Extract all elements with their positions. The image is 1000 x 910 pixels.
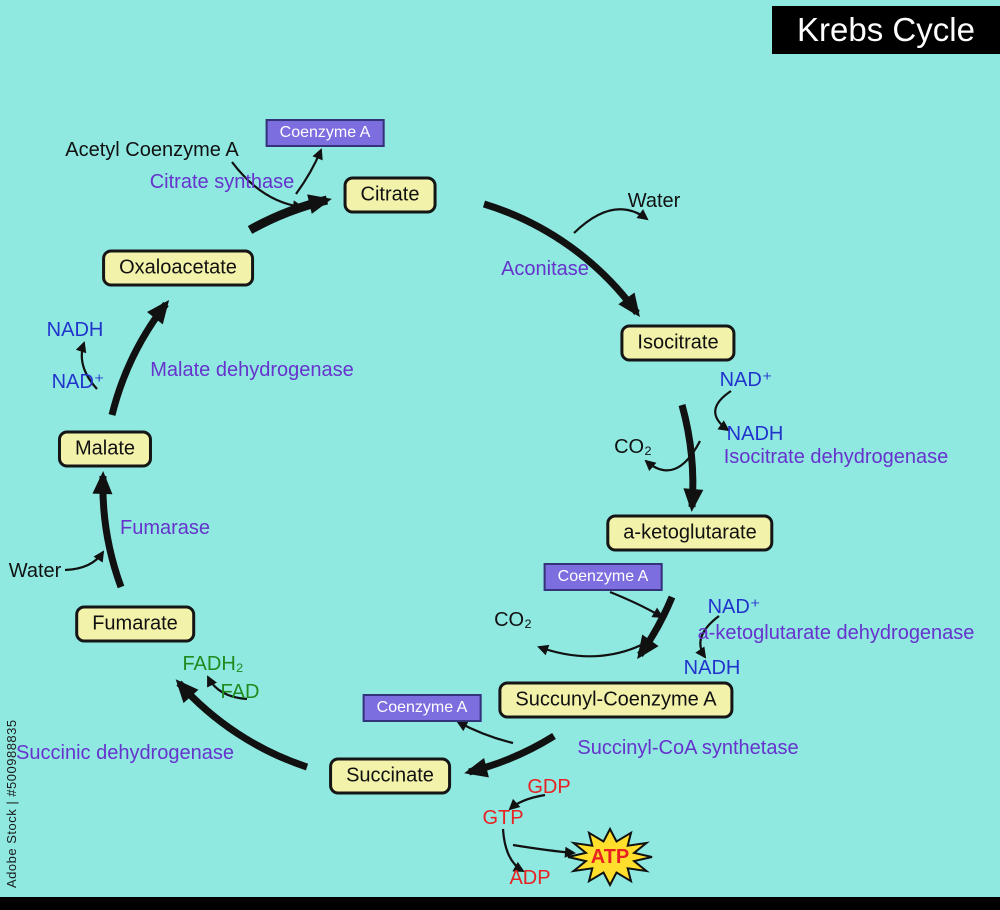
arc-oxaloacetate-to-citrate [247,194,332,234]
arrow-to-atp [512,843,576,858]
bottom-bar [0,897,1000,910]
arc-succinate-to-fumarate [175,679,309,771]
arc-malate-to-oxaloacetate [108,300,170,416]
label-nad-isocitrate: NAD⁺ [719,369,773,391]
enzyme-fumarase: Fumarase [119,517,211,539]
label-atp: ATP [590,845,630,868]
label-nad-malate: NAD⁺ [51,371,105,393]
atp-star-shape [567,826,653,888]
enzyme-succinic-dehydrogenase: Succinic dehydrogenase [16,742,234,764]
arrow-coenzymea-release-bottom [456,721,514,745]
arrow-nad-to-nadh-aketoglutarate [695,615,720,659]
metabolite-malate: Malate [57,430,153,468]
arrow-water-top [573,208,649,234]
arrow-nad-to-nadh-malate [75,341,98,390]
metabolite-isocitrate: Isocitrate [620,324,736,362]
metabolite-succinate: Succinate [329,757,451,795]
enzyme-aconitase: Aconitase [501,258,589,280]
enzyme-malate-dehydrogenase: Malate dehydrogenase [150,359,354,381]
coenzyme-a-box-bottom: Coenzyme A [362,694,482,722]
arrow-coenzymea-entry-mid [609,590,664,619]
arc-succinylcoa-to-succinate [464,733,556,778]
metabolite-citrate: Citrate [343,176,437,214]
arrow-nad-to-nadh-isocitrate [714,390,732,432]
label-co2-right: CO₂ [614,436,652,458]
label-fad: FAD [220,681,260,703]
label-water-top: Water [627,190,681,212]
enzyme-aketoglutarate-dehydrogenase: a-ketoglutarate dehydrogenase [697,622,975,644]
label-acetyl-coenzyme-a: Acetyl Coenzyme A [65,139,239,161]
arrow-fad-to-fadh2 [207,675,248,701]
arrow-coenzymea-release-top [295,148,323,195]
label-water-left: Water [8,560,62,582]
arrow-co2-isocitrate [644,440,701,472]
label-gtp: GTP [482,807,524,829]
arrow-water-left [64,550,105,572]
coenzyme-a-box-middle: Coenzyme A [543,563,663,591]
atp-starburst: ATP [566,826,654,888]
label-nadh-aketoglutarate: NADH [683,657,741,679]
label-gdp: GDP [527,776,571,798]
label-fadh2: FADH₂ [182,653,244,675]
metabolite-fumarate: Fumarate [75,605,195,643]
arc-fumarate-to-malate [92,471,125,589]
enzyme-succinyl-coa-synthetase: Succinyl-CoA synthetase [577,737,799,759]
enzyme-citrate-synthase: Citrate synthase [149,171,295,193]
arc-aketoglutarate-to-succinylcoa [637,595,676,660]
arrow-acetylcoa-entry [231,161,304,212]
watermark: Adobe Stock | #500988835 [4,719,19,888]
arrow-gtp-to-adp [501,828,525,872]
label-adp: ADP [509,867,551,889]
arrow-gdp-to-gtp [508,793,546,811]
metabolite-succinyl-coenzyme-a: Succunyl-Coenzyme A [498,681,734,719]
metabolite-oxaloacetate: Oxaloacetate [102,249,254,287]
enzyme-isocitrate-dehydrogenase: Isocitrate dehydrogenase [723,446,949,468]
label-nadh-isocitrate: NADH [726,423,784,445]
label-nad-aketoglutarate: NAD⁺ [707,596,761,618]
metabolite-aketoglutarate: a-ketoglutarate [606,514,774,552]
label-co2-middle: CO₂ [494,609,532,631]
arc-citrate-to-isocitrate [482,200,640,318]
page-title: Krebs Cycle [772,6,1000,54]
label-nadh-malate: NADH [46,319,104,341]
coenzyme-a-box-top: Coenzyme A [265,119,385,147]
arrow-co2-aketoglutarate [537,638,654,658]
